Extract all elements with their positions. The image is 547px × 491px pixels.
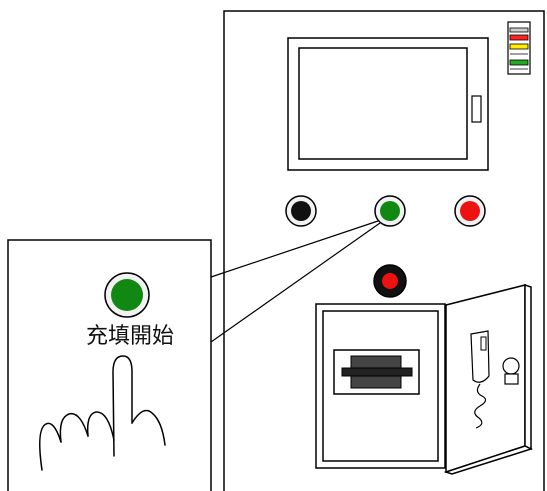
button-red[interactable] bbox=[454, 195, 486, 227]
door-lamp bbox=[502, 357, 520, 385]
button-green-fill-start[interactable] bbox=[374, 195, 406, 227]
callout-green-button bbox=[104, 272, 150, 318]
callout-box bbox=[7, 239, 212, 491]
fill-start-label: 充填開始 bbox=[85, 324, 174, 349]
button-black[interactable] bbox=[285, 195, 317, 227]
touch-screen-monitor bbox=[287, 37, 489, 171]
pointing-hand-icon bbox=[39, 355, 166, 471]
callout-leader-lower bbox=[210, 222, 381, 343]
monitor-side-button bbox=[471, 95, 482, 123]
callout-leader-upper bbox=[210, 220, 379, 278]
yellow-indicator-light bbox=[509, 43, 529, 50]
red-indicator-light bbox=[509, 34, 529, 41]
button-red-lower[interactable] bbox=[373, 264, 407, 298]
green-indicator-light bbox=[509, 59, 529, 66]
hand-pendant bbox=[470, 330, 490, 429]
indicator-light-tower bbox=[507, 21, 531, 75]
control-cabinet bbox=[315, 303, 446, 469]
cabinet-door-open[interactable] bbox=[443, 283, 533, 475]
